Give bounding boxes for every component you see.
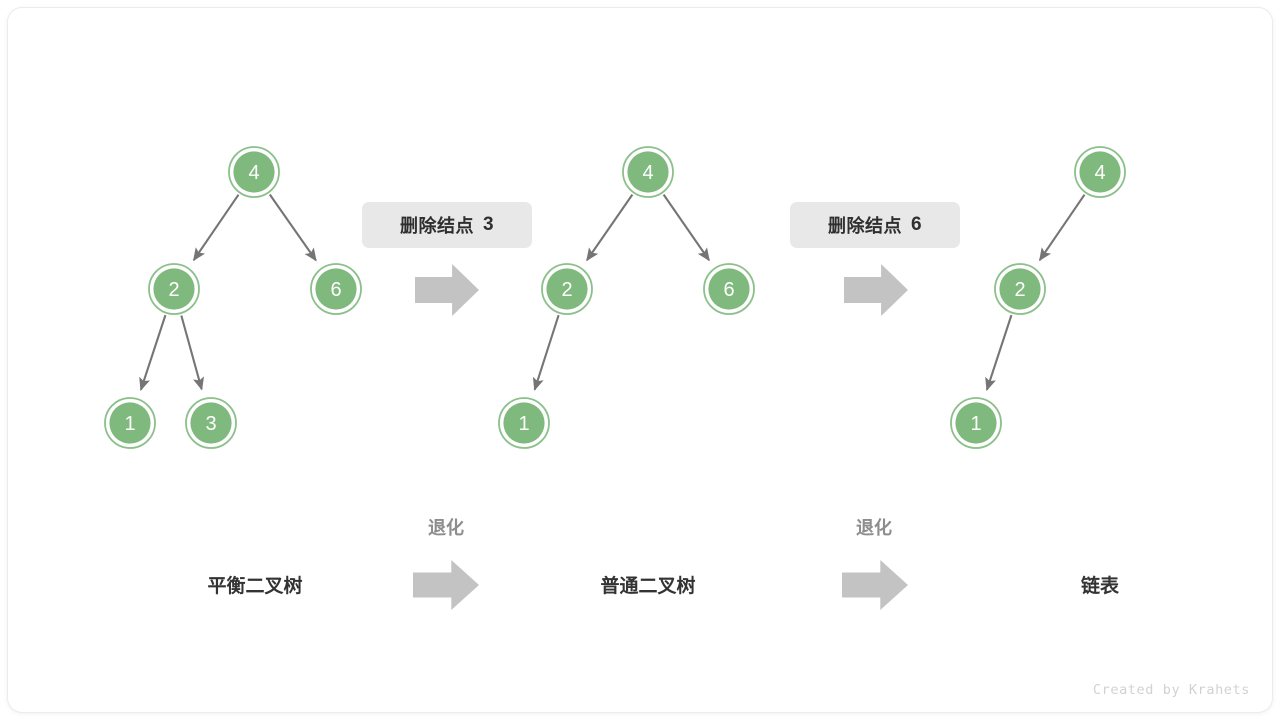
tree-node-label: 2: [1014, 279, 1025, 301]
operation-badge: 删除结点 3: [362, 202, 532, 248]
tree-node: 1: [498, 397, 550, 449]
operation-badge-value: 3: [482, 214, 495, 235]
tree-edge: [192, 194, 240, 262]
credit-watermark: Created by Krahets: [1092, 682, 1250, 698]
tree-node: 4: [622, 146, 674, 198]
tree-edge: [139, 314, 167, 391]
tree-edge: [1038, 194, 1086, 262]
tree-node-label: 2: [168, 279, 179, 301]
tree-node-label: 3: [205, 413, 216, 435]
tree-edge: [532, 314, 560, 391]
tree-nodes-layer: 4 2 6 1 3 4 2 6 1 4 2 1: [104, 146, 1126, 449]
block-arrow-right-icon: [413, 560, 479, 610]
operation-badge-label: 删除结点: [827, 216, 902, 236]
tree-edge: [985, 314, 1013, 391]
tree-node-label: 1: [970, 413, 981, 435]
operation-badge-value: 6: [910, 214, 923, 235]
tree-node-label: 2: [561, 279, 572, 301]
operation-badge: 删除结点 6: [790, 202, 960, 248]
tree-edges-layer: [139, 193, 1086, 391]
block-arrow-right-icon: [844, 264, 908, 316]
tree-node: 2: [994, 263, 1046, 315]
tree-edge: [180, 315, 205, 391]
stage-label: 普通二叉树: [600, 576, 696, 597]
tree-degradation-figure: 4 2 6 1 3 4 2 6 1 4 2 1: [104, 146, 1126, 610]
tree-node: 4: [228, 146, 280, 198]
tree-node: 1: [104, 397, 156, 449]
tree-node-label: 4: [1094, 162, 1105, 184]
diagram-canvas: 4 2 6 1 3 4 2 6 1 4 2 1 删除结点 3 删除结点 6 退化 退化 平衡二叉树 普通二叉树 链…: [8, 8, 1272, 712]
tree-node-label: 6: [330, 279, 341, 301]
tree-node-label: 1: [124, 413, 135, 435]
tree-node: 1: [950, 397, 1002, 449]
tree-edge: [586, 194, 634, 262]
tree-node-label: 4: [248, 162, 259, 184]
tree-node-label: 6: [723, 279, 734, 301]
tree-node: 6: [703, 263, 755, 315]
tree-node: 3: [185, 397, 237, 449]
tree-edge: [268, 193, 317, 262]
block-arrows-layer: [413, 264, 908, 610]
degrade-label: 退化: [428, 518, 464, 538]
degrade-label: 退化: [856, 518, 892, 538]
tree-node: 6: [310, 263, 362, 315]
tree-node: 2: [148, 263, 200, 315]
block-arrow-right-icon: [415, 264, 479, 316]
operation-badge-label: 删除结点: [399, 216, 474, 236]
block-arrow-right-icon: [842, 560, 908, 610]
stage-label: 链表: [1080, 576, 1119, 597]
tree-node-label: 4: [642, 162, 653, 184]
tree-node-label: 1: [518, 413, 529, 435]
tree-edge: [662, 194, 710, 262]
stage-label: 平衡二叉树: [207, 576, 303, 597]
tree-node: 2: [541, 263, 593, 315]
tree-node: 4: [1074, 146, 1126, 198]
